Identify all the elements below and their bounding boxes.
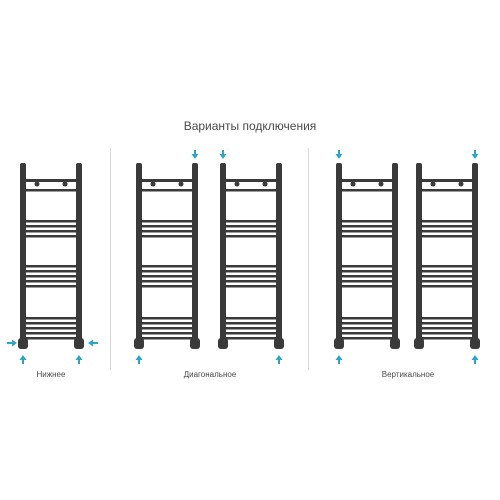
inlet-arrow-icon <box>471 150 479 159</box>
towel-rail-icon <box>218 163 284 349</box>
towel-rail-icon <box>18 163 84 349</box>
inlet-arrow-icon <box>191 150 199 159</box>
inlet-arrow-icon <box>335 150 343 159</box>
inlet-arrow-icon <box>19 355 27 364</box>
towel-rail-icon <box>134 163 200 349</box>
inlet-arrow-icon <box>275 355 283 364</box>
inlet-arrow-icon <box>335 355 343 364</box>
group-label-diagonal: Диагональное <box>183 370 237 379</box>
group-divider <box>110 148 111 370</box>
inlet-arrow-icon <box>75 355 83 364</box>
inlet-arrow-icon <box>471 355 479 364</box>
group-divider <box>308 148 309 370</box>
inlet-arrow-icon <box>7 339 17 347</box>
inlet-arrow-icon <box>88 339 98 347</box>
inlet-arrow-icon <box>135 355 143 364</box>
group-label-vertical: Вертикальное <box>381 370 435 379</box>
inlet-arrow-icon <box>219 150 227 159</box>
towel-rail-icon <box>414 163 480 349</box>
page-title: Варианты подключения <box>183 119 317 133</box>
group-label-bottom: Нижнее <box>36 370 66 379</box>
towel-rail-icon <box>334 163 400 349</box>
